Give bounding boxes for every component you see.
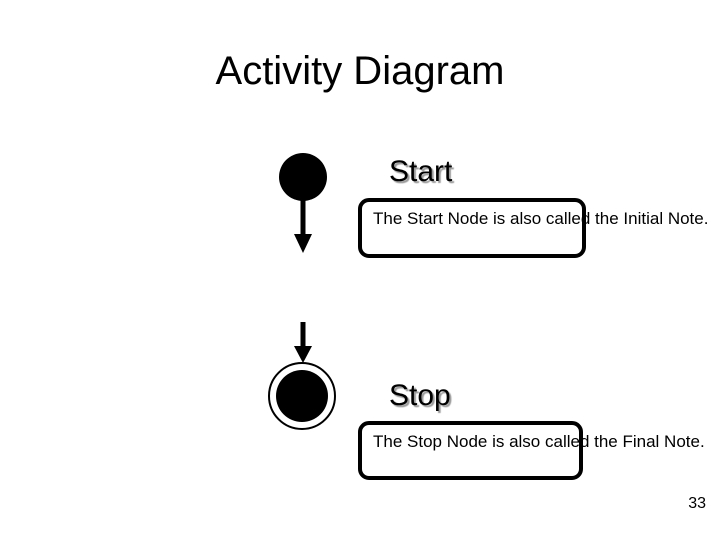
stop-note-text: The Stop Node is also called the Final N… — [373, 432, 705, 451]
stop-node-note: The Stop Node is also called the Final N… — [358, 421, 705, 480]
page-title: Activity Diagram — [215, 49, 505, 93]
flow-arrow-upper-icon — [294, 196, 312, 253]
activity-initial-node — [279, 153, 327, 201]
page-number: 33 — [688, 495, 706, 512]
activity-final-node — [268, 362, 336, 430]
start-note-text: The Start Node is also called the Initia… — [373, 209, 709, 228]
stop-node-heading: Stop — [389, 379, 451, 412]
start-node-note: The Start Node is also called the Initia… — [358, 198, 708, 258]
start-node-heading: Start — [389, 155, 453, 188]
flow-arrow-lower-icon — [294, 322, 312, 363]
activity-final-node-fill — [276, 370, 328, 422]
